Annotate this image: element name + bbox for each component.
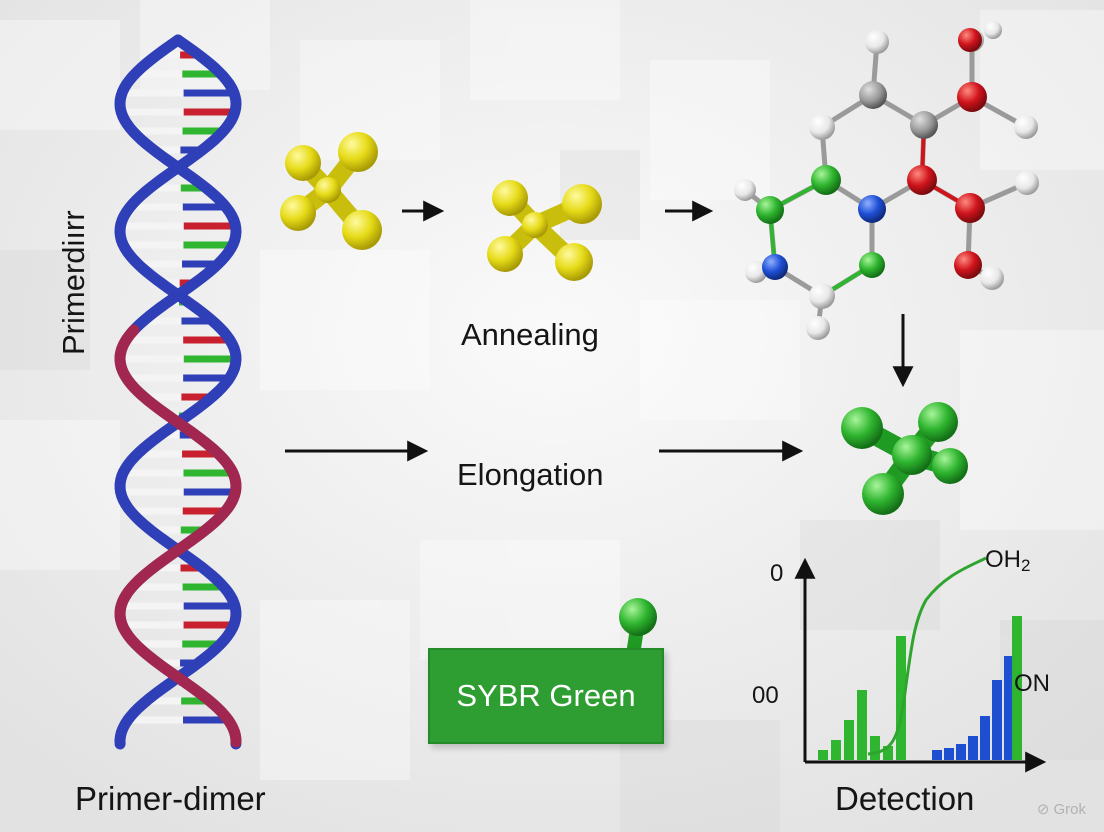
yellow-molecule-1 — [280, 132, 382, 250]
green-bar — [818, 750, 828, 760]
green-bar — [896, 636, 906, 760]
side-label: Primerdiırr — [56, 210, 91, 355]
blue-bar — [1004, 656, 1014, 760]
detection-plot — [794, 556, 1047, 773]
amplification-curve — [867, 556, 987, 756]
annealing-label: Annealing — [461, 317, 599, 352]
primer-dimer-label: Primer-dimer — [75, 780, 266, 817]
elongation-label: Elongation — [457, 457, 604, 492]
yellow-molecule-2 — [487, 180, 602, 281]
blue-bar — [992, 680, 1002, 760]
watermark-icon: ⊘ — [1036, 801, 1050, 818]
blue-bar — [944, 748, 954, 760]
sybr-green-box: SYBR Green — [428, 648, 664, 744]
green-molecule — [841, 402, 968, 515]
blue-bar — [968, 736, 978, 760]
detection-label: Detection — [835, 780, 975, 817]
bar-label: ON — [1014, 670, 1050, 697]
blue-bar — [956, 744, 966, 760]
curve-label-main: OH — [985, 546, 1021, 573]
y-tick-mid: 00 — [752, 682, 779, 709]
sybr-dye-ball — [619, 598, 657, 655]
green-bar — [831, 740, 841, 760]
green-bar-right — [1012, 616, 1022, 760]
green-bar — [844, 720, 854, 760]
dna-strand-blue — [114, 34, 242, 750]
green-bar — [857, 690, 867, 760]
curve-label-sub: 2 — [1021, 556, 1031, 575]
process-arrows — [285, 200, 914, 462]
watermark-text: Grok — [1053, 800, 1086, 818]
y-tick-top: 0 — [770, 560, 784, 587]
green-bar — [883, 746, 893, 760]
ball-and-stick-molecule — [734, 21, 1039, 340]
dna-strand-red — [114, 324, 242, 748]
blue-bar — [932, 750, 942, 760]
sybr-green-label: SYBR Green — [456, 678, 636, 713]
blue-bar — [980, 716, 990, 760]
curve-label: OH2 — [985, 546, 1031, 575]
green-bar — [870, 736, 880, 760]
watermark: ⊘ Grok — [1036, 800, 1086, 819]
